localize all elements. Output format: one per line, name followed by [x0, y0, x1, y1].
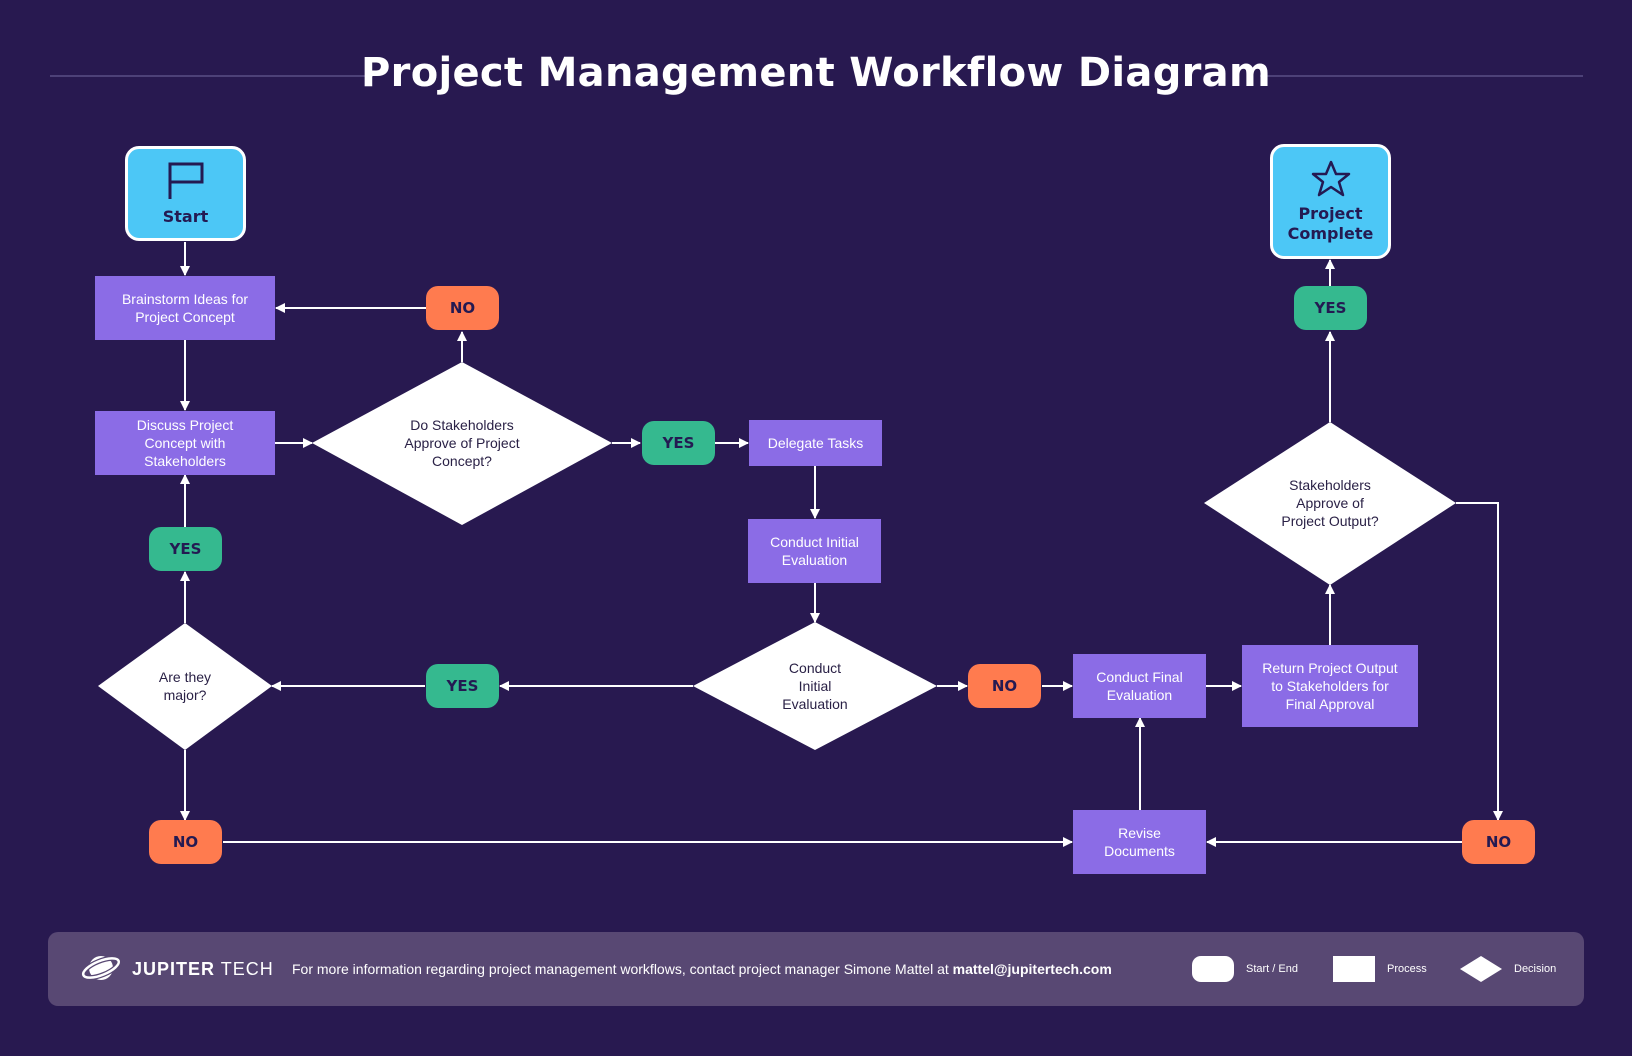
legend-process-label: Process [1387, 963, 1427, 975]
title-rule-left [50, 75, 373, 77]
legend-process-swatch [1333, 956, 1375, 982]
brand-name-light: TECH [220, 959, 274, 979]
project-complete-label: Project Complete [1287, 203, 1374, 243]
legend-process: Process [1333, 932, 1427, 1006]
decision-initial-eval-check-label: Conduct Initial Evaluation [782, 660, 848, 712]
decision-approve-output-label: Stakeholders Approve of Project Output? [1281, 477, 1379, 529]
legend-decision-swatch [1460, 956, 1502, 982]
start-node: Start [125, 146, 246, 241]
decision-initial-eval-check [693, 622, 937, 750]
footer-bar: JUPITER TECH For more information regard… [48, 932, 1584, 1006]
legend-start-end: Start / End [1192, 932, 1298, 1006]
yes-badge-output: YES [1294, 286, 1367, 330]
no-badge-output: NO [1462, 820, 1535, 864]
yes-badge-concept: YES [642, 421, 715, 465]
yes-badge-initial-check: YES [426, 664, 499, 708]
decision-approve-concept-label: Do Stakeholders Approve of Project Conce… [404, 417, 520, 469]
start-label: Start [162, 206, 209, 226]
footer-info: For more information regarding project m… [292, 961, 1112, 977]
brainstorm-process: Brainstorm Ideas for Project Concept [95, 276, 275, 340]
planet-logo-icon [80, 955, 122, 981]
legend-start-end-label: Start / End [1246, 963, 1298, 975]
page-title: Project Management Workflow Diagram [361, 50, 1271, 96]
initial-eval-process: Conduct Initial Evaluation [748, 519, 881, 583]
delegate-process: Delegate Tasks [749, 420, 882, 466]
legend-decision: Decision [1460, 932, 1556, 1006]
no-badge-major: NO [149, 820, 222, 864]
decision-approve-output [1204, 422, 1456, 585]
legend-decision-label: Decision [1514, 963, 1557, 975]
return-output-process: Return Project Output to Stakeholders fo… [1242, 645, 1418, 727]
yes-badge-major: YES [149, 527, 222, 571]
decision-major-label: Are they major? [158, 669, 212, 703]
decision-major [98, 623, 272, 750]
project-complete-node: Project Complete [1270, 144, 1391, 259]
discuss-process: Discuss Project Concept with Stakeholder… [95, 411, 275, 475]
no-badge-initial-check: NO [968, 664, 1041, 708]
brand-name-bold: JUPITER [132, 959, 216, 979]
flag-icon [168, 162, 203, 199]
brand-name: JUPITER TECH [132, 959, 274, 980]
legend-start-end-swatch [1192, 956, 1234, 982]
connector-approve-output-no [1456, 502, 1503, 821]
revise-process: Revise Documents [1073, 810, 1206, 874]
no-badge-concept: NO [426, 286, 499, 330]
star-icon [1311, 160, 1350, 196]
decision-approve-concept [312, 362, 612, 525]
footer-email[interactable]: mattel@jupitertech.com [952, 961, 1112, 977]
title-rule-right [1260, 75, 1583, 77]
footer-info-text: For more information regarding project m… [292, 961, 949, 977]
final-eval-process: Conduct Final Evaluation [1073, 654, 1206, 718]
